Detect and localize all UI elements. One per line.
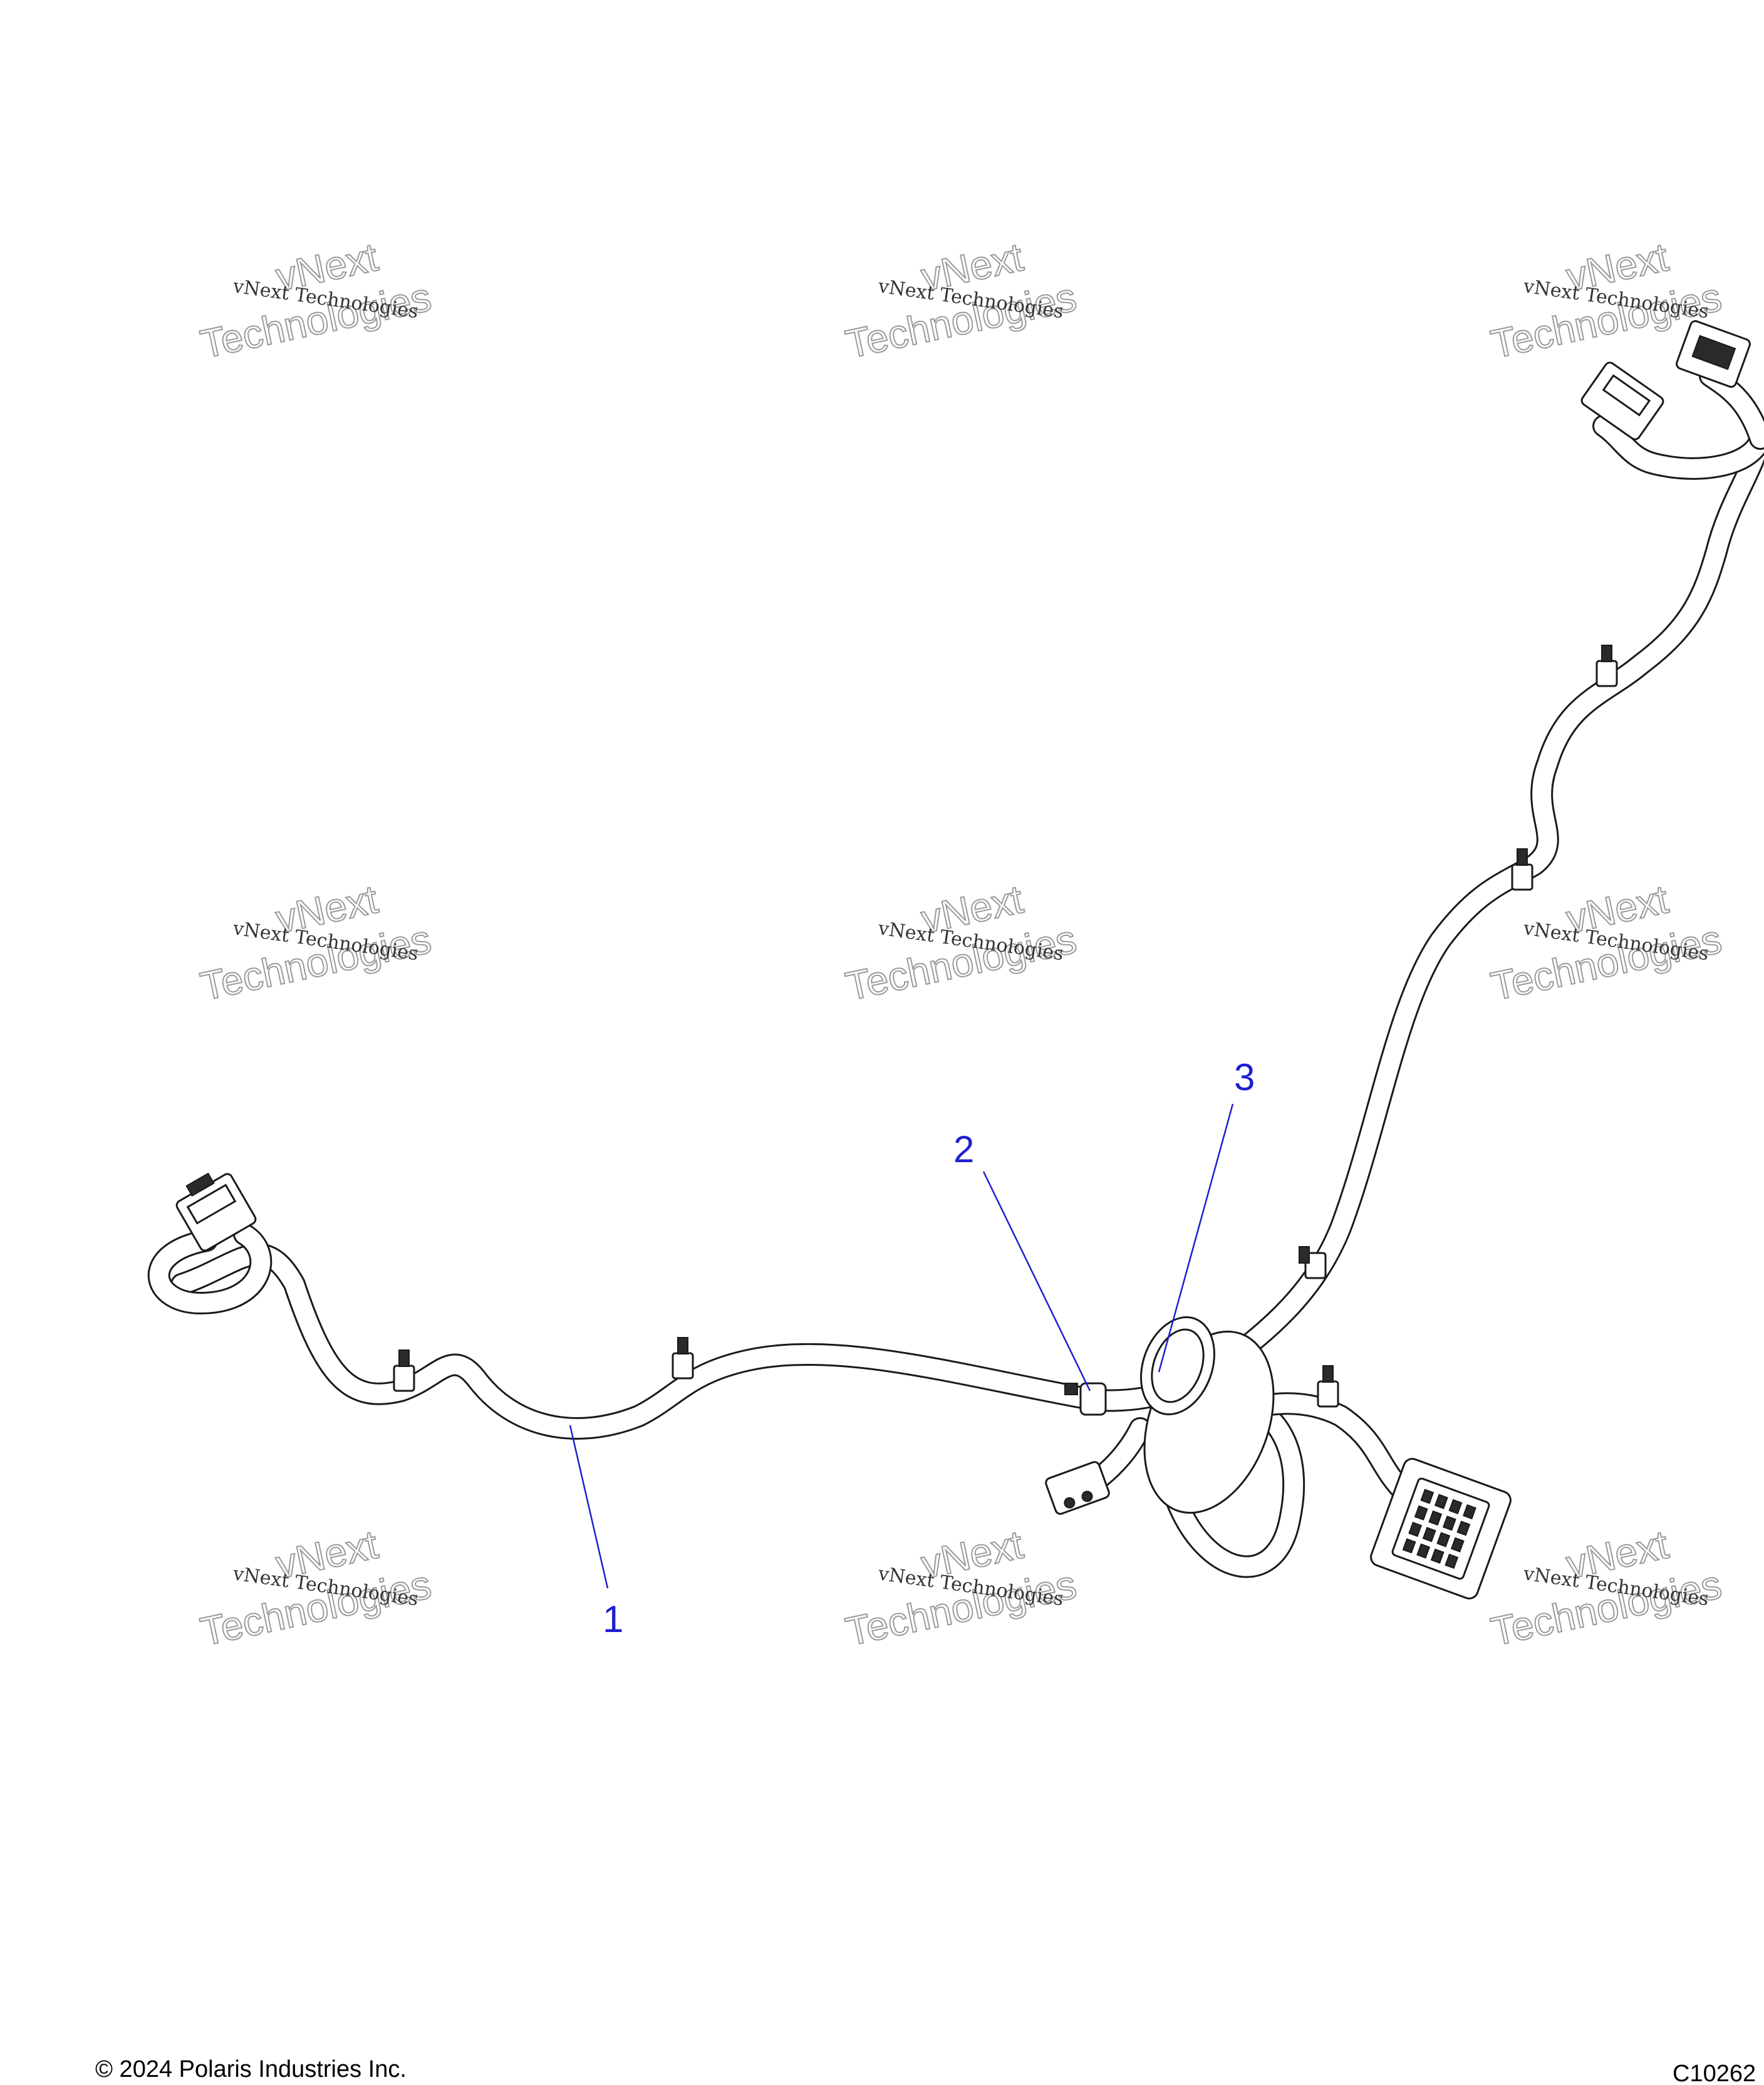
connector-pin <box>1408 1521 1423 1537</box>
connector-multipin <box>1370 1458 1512 1599</box>
connector-pin <box>1430 1548 1445 1564</box>
connector-top-right-2 <box>1676 320 1751 388</box>
connector-pin <box>1434 1494 1448 1509</box>
connector-pin <box>1436 1532 1451 1547</box>
callout-1-leader <box>569 1425 609 1589</box>
connector-pin <box>1414 1505 1428 1521</box>
stud <box>1317 1365 1339 1408</box>
mounting-studs <box>393 645 1618 1408</box>
connector-pin <box>1428 1510 1443 1526</box>
stud <box>1299 1246 1327 1279</box>
harness-clip <box>1064 1382 1107 1416</box>
connector-pin <box>1442 1516 1456 1531</box>
stud <box>1595 645 1618 687</box>
stud <box>393 1349 415 1392</box>
connector-pin <box>1456 1521 1471 1536</box>
connector-pin <box>1463 1504 1476 1520</box>
drawing-code: C10262 <box>1673 2061 1756 2085</box>
callout-3-label: 3 <box>1234 1056 1255 1098</box>
stud <box>1511 848 1533 891</box>
connector-pin <box>1420 1489 1435 1504</box>
callout-3-leader <box>1158 1103 1234 1373</box>
callouts: 1 2 3 <box>569 1056 1255 1640</box>
connector-left <box>175 1172 257 1252</box>
connector-pin <box>1445 1553 1459 1569</box>
copyright-text: © 2024 Polaris Industries Inc. <box>95 2056 407 2082</box>
callout-2-leader <box>982 1171 1091 1391</box>
connector-two-pin <box>1045 1461 1110 1515</box>
callout-2-label: 2 <box>953 1128 974 1170</box>
connector-pin <box>1402 1538 1416 1554</box>
connector-pin <box>1416 1543 1431 1559</box>
connector-top-right-1 <box>1580 361 1664 440</box>
connector-pin <box>1422 1527 1436 1542</box>
connector-pin <box>1450 1537 1465 1552</box>
connector-pin <box>1448 1499 1463 1515</box>
callout-1-label: 1 <box>603 1598 623 1640</box>
grommet <box>1140 1316 1275 1514</box>
stud <box>672 1337 694 1380</box>
